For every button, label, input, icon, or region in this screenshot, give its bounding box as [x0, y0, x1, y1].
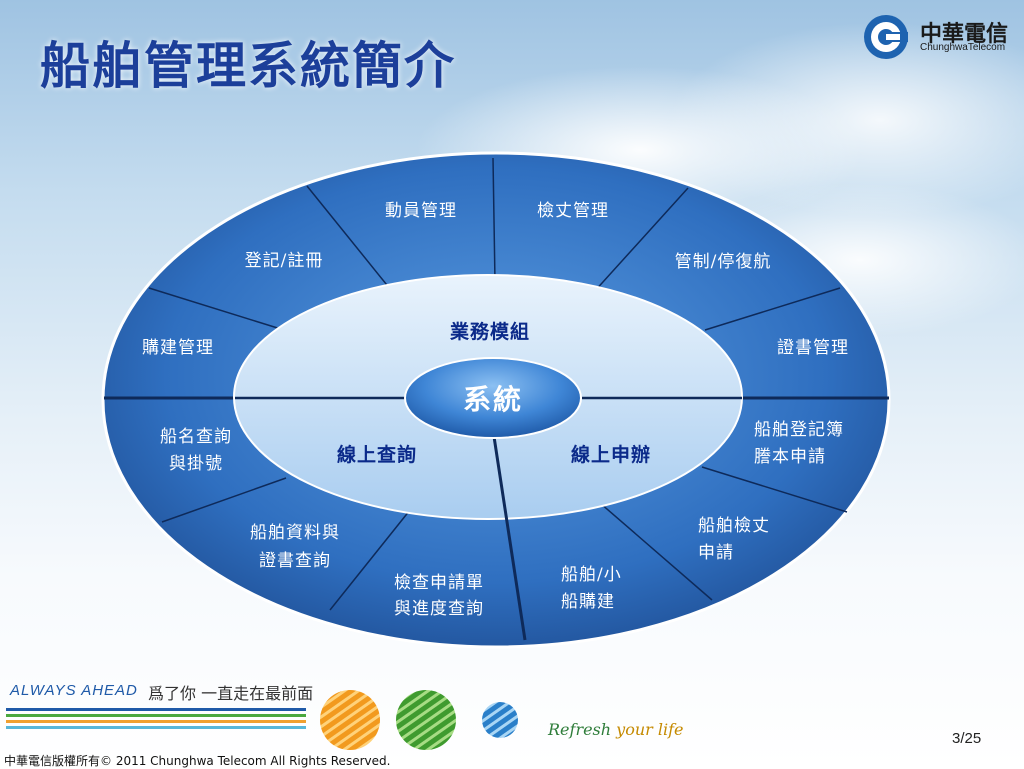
outer-label-inspect-apply-line2: 申請: [698, 543, 734, 563]
outer-label-name-query-line1: 船名查詢: [160, 427, 232, 447]
green-ball-icon: [396, 690, 456, 750]
outer-label-reg-book-line1: 船舶登記簿: [754, 420, 844, 440]
outer-label-control: 管制/停復航: [675, 252, 772, 272]
outer-label-certificate: 證書管理: [777, 338, 849, 358]
inner-divider-bottom: [491, 429, 527, 641]
stripe-blue: [6, 708, 306, 711]
outer-label-name-query-line2: 與掛號: [169, 454, 223, 474]
stripe-teal: [6, 726, 306, 729]
outer-label-app-query-line2: 與進度查詢: [394, 599, 484, 619]
logo-english: ChunghwaTelecom: [920, 42, 1006, 53]
refresh-word: Refresh: [548, 720, 612, 739]
outer-label-mobilization: 動員管理: [385, 201, 457, 221]
inner-label-online-query: 線上查詢: [337, 443, 417, 466]
stripe-orange: [6, 720, 306, 723]
footer-slogan-block: ALWAYS AHEAD 爲了你 一直走在最前面: [6, 678, 326, 738]
outer-dividers: [148, 157, 848, 611]
page-title: 船舶管理系統簡介: [40, 36, 456, 95]
decorative-balls: [320, 690, 518, 750]
page-number: 3/25: [952, 730, 982, 747]
slogan-text: 爲了你 一直走在最前面: [148, 684, 314, 703]
center-ellipse: [404, 357, 582, 439]
outer-label-small-build-line1: 船舶/小: [561, 565, 622, 585]
outer-label-inspection: 檢丈管理: [537, 201, 609, 221]
copyright-text: 中華電信版權所有© 2011 Chunghwa Telecom All Righ…: [4, 754, 391, 768]
chunghwa-emblem-icon: [864, 15, 908, 59]
outer-label-data-query-line2: 證書查詢: [259, 551, 331, 571]
always-ahead-text: ALWAYS AHEAD: [10, 682, 138, 699]
blue-ball-icon: [482, 702, 518, 738]
chunghwa-logo: 中華電信 ChunghwaTelecom: [862, 12, 1012, 62]
orange-ball-icon: [320, 690, 380, 750]
refresh-tagline: Refresh your life: [548, 720, 684, 739]
your-life-words: your life: [611, 720, 684, 739]
outer-label-building: 購建管理: [142, 338, 214, 358]
outer-label-data-query-line1: 船舶資料與: [250, 523, 340, 543]
outer-label-inspect-apply-line1: 船舶檢丈: [698, 516, 770, 536]
outer-label-reg-book-line2: 謄本申請: [754, 447, 826, 467]
logo-name: 中華電信: [920, 22, 1009, 47]
outer-label-small-build-line2: 船購建: [561, 592, 615, 612]
inner-label-business-module: 業務模組: [449, 320, 530, 343]
center-label: 系統: [463, 383, 523, 416]
outer-label-app-query-line1: 檢查申請單: [394, 573, 484, 593]
outer-label-registration: 登記/註冊: [245, 251, 324, 271]
inner-label-online-application: 線上申辦: [571, 443, 651, 466]
stripe-green: [6, 714, 306, 717]
